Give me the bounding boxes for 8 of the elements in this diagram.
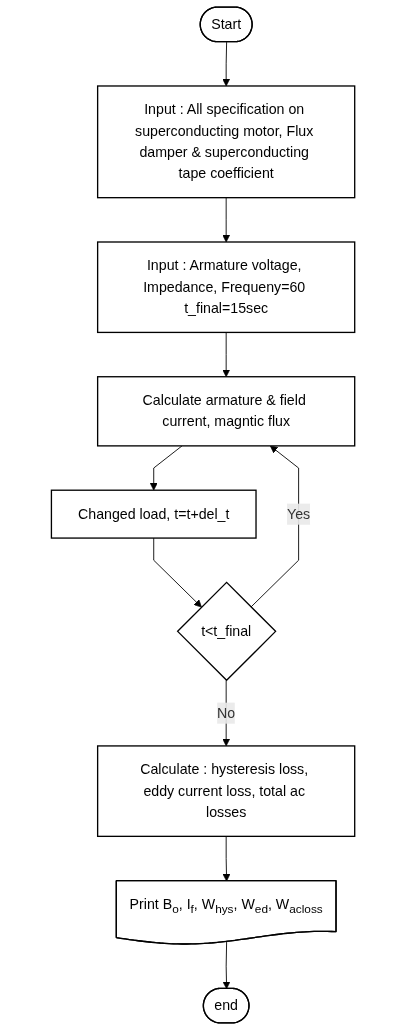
node-box: Calculate : hysteresis loss, eddy current loss, total ac losses: [97, 745, 356, 837]
node-diamond: t<t_final: [177, 581, 277, 682]
node-box: Calculate armature & field current, magntic flux: [97, 376, 356, 447]
node-box: Changed load, t=t+del_t: [51, 489, 258, 539]
node-box: Input : All specification on superconducting motor, Flux damper & superconducting tape coefficient: [97, 85, 356, 199]
edge-label: Yes: [287, 506, 311, 522]
edge-label: No: [217, 705, 236, 721]
node-box: Input : Armature voltage, Impedance, Frequeny=60 t_final=15sec: [97, 241, 356, 334]
